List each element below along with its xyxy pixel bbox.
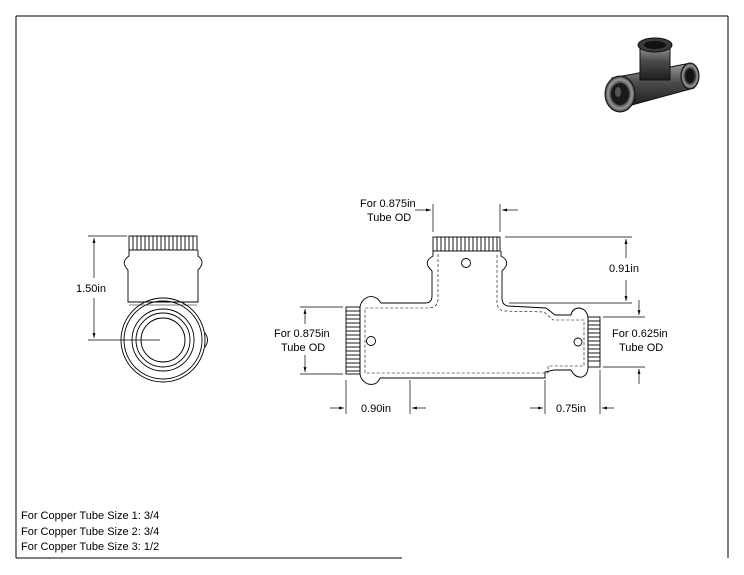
left-cup-knurl bbox=[345, 306, 361, 375]
dim-height-side bbox=[88, 235, 160, 341]
dim-top-od-line2: Tube OD bbox=[367, 212, 411, 224]
copper-tube-notes: For Copper Tube Size 1: 3/4 For Copper T… bbox=[21, 509, 401, 556]
right-cup-knurl bbox=[587, 316, 601, 368]
side-view bbox=[120, 235, 208, 383]
front-view bbox=[345, 236, 601, 385]
side-knurl-lines bbox=[132, 236, 194, 250]
sheet-border bbox=[15, 15, 729, 559]
tee-hidden-lines bbox=[364, 254, 585, 374]
note-size-2: For Copper Tube Size 2: 3/4 bbox=[21, 525, 160, 538]
note-size-3: For Copper Tube Size 3: 1/2 bbox=[21, 541, 160, 553]
tee-body-outline bbox=[359, 251, 589, 385]
front-dimensions bbox=[300, 204, 645, 414]
note-size-1: For Copper Tube Size 1: 3/4 bbox=[21, 510, 160, 522]
dim-left-od-line2: Tube OD bbox=[281, 342, 325, 354]
dim-top-height: 0.91in bbox=[609, 263, 639, 275]
dim-right-od-line1: For 0.625in bbox=[612, 328, 668, 340]
dim-top-od-line1: For 0.875in bbox=[360, 198, 416, 210]
dim-right-od-line2: Tube OD bbox=[619, 342, 663, 354]
isometric-tee-render bbox=[604, 37, 700, 113]
dim-right-cup: 0.75in bbox=[556, 403, 586, 415]
dim-height-side-label: 1.50in bbox=[76, 283, 106, 295]
top-cup-knurl bbox=[432, 236, 501, 252]
dim-left-od-line1: For 0.875in bbox=[274, 328, 330, 340]
dim-left-cup: 0.90in bbox=[361, 403, 391, 415]
